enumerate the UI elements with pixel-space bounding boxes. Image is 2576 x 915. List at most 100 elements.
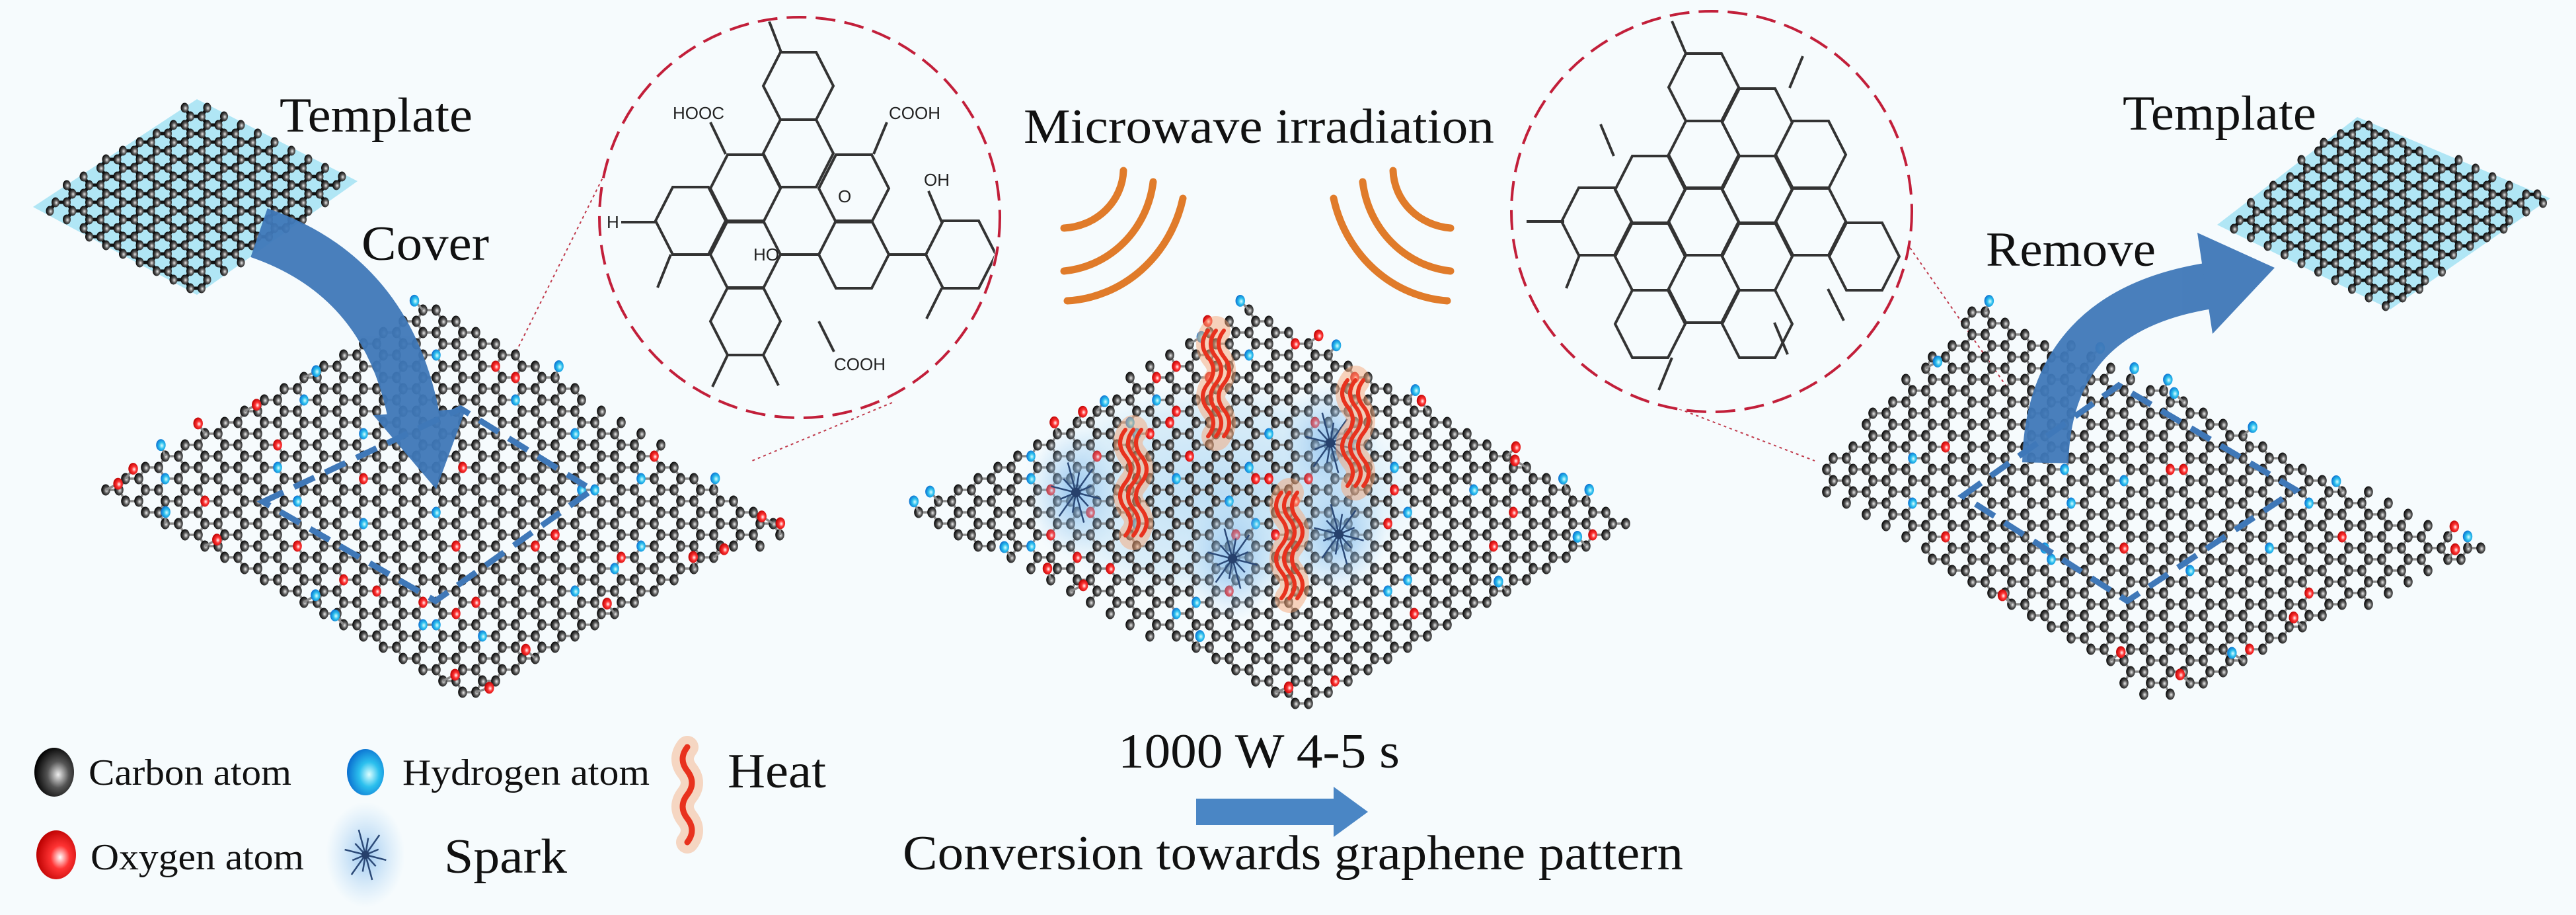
carbon-atom [1304, 697, 1313, 709]
carbon-atom [2225, 587, 2234, 599]
carbon-atom [2179, 576, 2188, 588]
carbon-atom [332, 360, 342, 372]
carbon-atom [1482, 529, 1492, 541]
carbon-atom [1449, 540, 1458, 552]
carbon-atom [2139, 688, 2148, 700]
carbon-atom [1509, 484, 1518, 496]
carbon-atom [2139, 508, 2148, 520]
carbon-atom [2225, 565, 2234, 577]
carbon-atom [1152, 417, 1161, 428]
carbon-atom [2159, 632, 2168, 644]
carbon-atom [2364, 553, 2373, 565]
carbon-atom [2357, 497, 2367, 509]
carbon-atom [1383, 383, 1392, 395]
hydrogen-atom [1195, 630, 1205, 642]
carbon-atom [656, 506, 665, 518]
carbon-atom [2185, 542, 2195, 554]
carbon-atom [1165, 461, 1174, 473]
carbon-atom [313, 439, 322, 451]
carbon-atom [1165, 349, 1174, 361]
carbon-atom [2126, 666, 2135, 678]
carbon-atom [934, 518, 943, 530]
carbon-atom [696, 484, 705, 496]
carbon-atom [372, 608, 381, 619]
carbon-atom [2020, 553, 2029, 565]
carbon-atom [2364, 598, 2373, 610]
carbon-atom [1152, 551, 1161, 563]
hydrogen-atom [1469, 484, 1478, 496]
carbon-atom [2205, 553, 2215, 565]
carbon-atom [1881, 452, 1891, 464]
hydrogen-atom [1932, 355, 1943, 368]
carbon-atom [2404, 508, 2413, 520]
carbon-atom [1185, 405, 1194, 417]
carbon-atom [557, 428, 566, 440]
carbon-atom [200, 473, 209, 485]
carbon-atom [478, 338, 487, 350]
carbon-atom [2106, 632, 2115, 644]
carbon-atom [1403, 417, 1412, 428]
spark-ray [1231, 558, 1242, 589]
carbon-atom [2199, 407, 2208, 419]
carbon-atom [1244, 394, 1254, 406]
carbon-atom [1324, 686, 1333, 698]
carbon-atom [253, 540, 262, 552]
carbon-atom [1125, 551, 1135, 563]
carbon-atom [319, 473, 328, 485]
carbon-atom [650, 585, 659, 597]
hydrogen-atom [311, 589, 321, 602]
carbon-atom [319, 360, 328, 372]
carbon-atom [1449, 450, 1458, 462]
carbon-atom [174, 518, 183, 530]
carbon-atom [1981, 374, 1990, 385]
carbon-atom [180, 506, 190, 518]
carbon-atom [1403, 596, 1412, 608]
carbon-atom [1987, 587, 1996, 599]
carbon-atom [2304, 565, 2314, 577]
carbon-atom [531, 405, 540, 417]
carbon-atom [2384, 520, 2393, 532]
carbon-atom [2278, 632, 2287, 644]
carbon-atom [2020, 486, 2029, 498]
carbon-atom [537, 529, 547, 541]
carbon-atom [517, 428, 527, 440]
hydrogen-atom [570, 428, 580, 440]
heat-wave [1340, 378, 1355, 488]
carbon-atom [1948, 497, 1957, 509]
carbon-atom [1987, 317, 1996, 329]
carbon-atom [121, 495, 130, 507]
carbon-atom [432, 641, 441, 653]
carbon-atom [669, 574, 679, 586]
carbon-atom [1192, 619, 1201, 631]
carbon-atom [531, 360, 540, 372]
carbon-atom [517, 653, 527, 664]
carbon-atom [1410, 585, 1419, 597]
carbon-atom [352, 349, 361, 361]
carbon-atom [550, 641, 560, 653]
carbon-atom [141, 461, 150, 473]
carbon-atom [1310, 372, 1320, 383]
carbon-atom [537, 417, 547, 428]
carbon-atom [1244, 641, 1254, 653]
carbon-atom [273, 394, 282, 406]
carbon-atom [2179, 531, 2188, 543]
carbon-atom [1948, 340, 1957, 352]
carbon-atom [1921, 452, 1930, 464]
carbon-atom [577, 394, 586, 406]
carbon-atom [1152, 529, 1161, 541]
carbon-atom [1330, 360, 1340, 372]
carbon-atom [458, 484, 467, 496]
hydrogen-atom [570, 585, 580, 597]
carbon-atom [2146, 497, 2155, 509]
carbon-atom [2146, 610, 2155, 621]
carbon-atom [1482, 461, 1492, 473]
carbon-atom [2357, 587, 2367, 599]
carbon-atom [491, 383, 500, 395]
carbon-atom [2218, 598, 2228, 610]
carbon-atom [498, 372, 507, 383]
carbon-atom [1013, 495, 1022, 507]
carbon-atom [2146, 587, 2155, 599]
carbon-atom [1145, 608, 1155, 619]
carbon-atom [1185, 608, 1194, 619]
carbon-atom [1192, 417, 1201, 428]
